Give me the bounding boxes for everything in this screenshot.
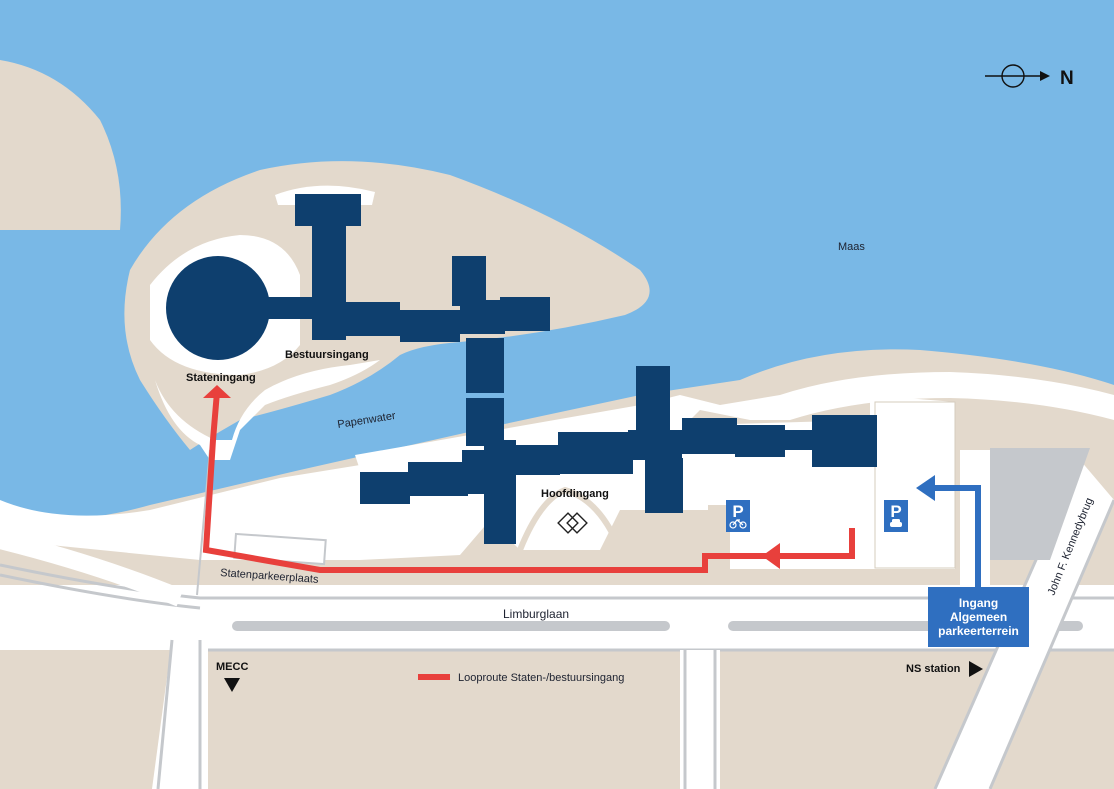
legend-label: Looproute Staten-/bestuursingang (458, 672, 624, 684)
label-ns-station: NS station (906, 663, 961, 675)
road-edge-top-2 (0, 573, 201, 610)
forecourt-loop-2 (638, 528, 682, 547)
road-curve (0, 531, 184, 607)
car-entrance-box: Ingang Algemeen parkeerterrein (928, 587, 1029, 647)
road-edge-top (0, 563, 1114, 600)
walking-route (202, 391, 855, 573)
svg-text:P: P (890, 502, 901, 521)
car-parking-sign: P (884, 500, 908, 532)
label-mecc: MECC (216, 661, 248, 673)
mecc-direction-icon (224, 678, 240, 692)
north-label: N (1060, 68, 1074, 89)
bicycle-icon (729, 519, 747, 529)
label-maas: Maas (838, 241, 865, 253)
bike-parking-sign: P (726, 500, 750, 532)
label-hoofdingang: Hoofdingang (541, 488, 609, 500)
label-limburglaan: Limburglaan (503, 607, 569, 621)
car-route-arrow (916, 475, 935, 501)
north-arrow-icon (985, 64, 1050, 88)
entrance-line-1: Ingang (958, 596, 999, 610)
island-walkway (155, 360, 380, 460)
car-entrance-route (935, 485, 981, 588)
forecourt-loop (517, 486, 623, 552)
legend: Looproute Staten-/bestuursingang (418, 672, 624, 684)
west-peninsula (0, 60, 121, 230)
gouvernement-building (166, 194, 877, 544)
entrance-line-2: Algemeen (949, 610, 1008, 624)
label-stateningang: Stateningang (186, 372, 256, 384)
svg-text:P: P (732, 502, 743, 521)
car-lot-east (874, 401, 956, 569)
route-arrow-west (762, 543, 780, 569)
bank-path-east (355, 372, 1114, 470)
road-west (152, 640, 208, 789)
route-arrow-north (203, 385, 231, 398)
median-west (232, 621, 670, 631)
entrance-line-3: parkeerterrein (938, 624, 1019, 638)
road-middle (680, 650, 720, 789)
label-bestuursingang: Bestuursingang (285, 349, 369, 361)
diamond-logo-icon (557, 512, 588, 534)
statenzaal-rotunda (166, 256, 270, 360)
car-icon (890, 519, 902, 527)
bridge-ramp-gray (990, 448, 1090, 560)
legend-swatch (418, 674, 450, 680)
ns-direction-icon (969, 661, 983, 677)
